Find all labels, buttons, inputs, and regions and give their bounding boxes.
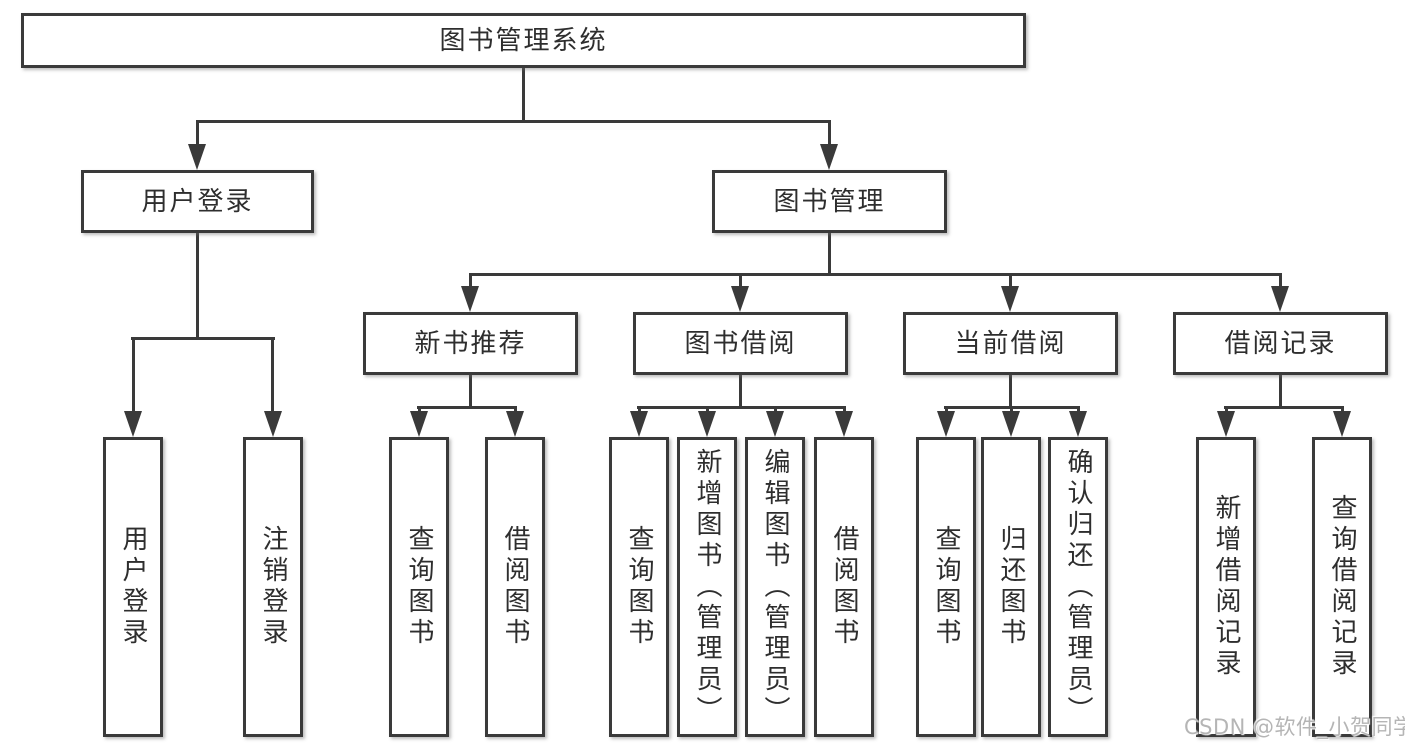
arrow-down bbox=[506, 411, 524, 437]
arrow-down bbox=[461, 286, 479, 312]
connector-line bbox=[1077, 406, 1080, 413]
node-book-management: 图书管理 bbox=[712, 170, 947, 233]
leaf-return-books: 归还图书 bbox=[981, 437, 1041, 737]
leaf-user-login: 用户登录 bbox=[103, 437, 163, 737]
connector-line bbox=[828, 120, 831, 146]
connector-line bbox=[469, 273, 472, 289]
leaf-label: 编辑图书（管理员） bbox=[760, 447, 790, 727]
arrow-down bbox=[1271, 286, 1289, 312]
node-book-borrow: 图书借阅 bbox=[633, 312, 848, 375]
node-user-login: 用户登录 bbox=[81, 170, 314, 233]
arrow-down bbox=[820, 144, 838, 170]
connector-line bbox=[1279, 375, 1282, 406]
leaf-label: 查询图书 bbox=[624, 525, 654, 649]
node-borrow-records: 借阅记录 bbox=[1173, 312, 1388, 375]
connector-line bbox=[706, 406, 709, 413]
arrow-down bbox=[766, 411, 784, 437]
watermark: CSDN @软件_小贺同学 bbox=[1184, 715, 1405, 739]
node-label: 用户登录 bbox=[141, 186, 254, 217]
connector-line bbox=[522, 68, 525, 120]
arrow-down bbox=[630, 411, 648, 437]
leaf-label: 归还图书 bbox=[996, 525, 1026, 649]
connector-line bbox=[828, 233, 831, 273]
leaf-label: 查询借阅记录 bbox=[1327, 494, 1357, 680]
node-label: 图书借阅 bbox=[684, 328, 797, 359]
node-label: 新书推荐 bbox=[414, 328, 527, 359]
connector-line bbox=[1009, 375, 1012, 406]
connector-line bbox=[418, 406, 421, 413]
arrow-down bbox=[188, 144, 206, 170]
arrow-down bbox=[731, 286, 749, 312]
connector-line bbox=[843, 406, 846, 413]
connector-line bbox=[739, 273, 742, 289]
leaf-query-books: 查询图书 bbox=[389, 437, 449, 737]
connector-line bbox=[514, 406, 517, 413]
connector-line bbox=[196, 120, 199, 146]
leaf-label: 借阅图书 bbox=[829, 525, 859, 649]
arrow-down bbox=[124, 411, 142, 437]
arrow-down bbox=[1069, 411, 1087, 437]
node-new-book-recommend: 新书推荐 bbox=[363, 312, 578, 375]
connector-line bbox=[469, 273, 1281, 276]
leaf-label: 确认归还（管理员） bbox=[1063, 447, 1093, 727]
node-label: 借阅记录 bbox=[1224, 328, 1337, 359]
node-label: 图书管理系统 bbox=[439, 25, 608, 56]
leaf-query-books: 查询图书 bbox=[609, 437, 669, 737]
leaf-edit-books-admin: 编辑图书（管理员） bbox=[745, 437, 805, 737]
connector-line bbox=[469, 375, 472, 406]
connector-line bbox=[945, 406, 948, 413]
connector-line bbox=[638, 406, 641, 413]
connector-line bbox=[131, 337, 275, 340]
leaf-label: 查询图书 bbox=[404, 525, 434, 649]
arrow-down bbox=[1217, 411, 1235, 437]
leaf-label: 注销登录 bbox=[258, 525, 288, 649]
leaf-query-borrow-record: 查询借阅记录 bbox=[1312, 437, 1372, 737]
connector-line bbox=[196, 120, 831, 123]
leaf-label: 用户登录 bbox=[118, 525, 148, 649]
connector-line bbox=[637, 406, 846, 409]
leaf-borrow-books: 借阅图书 bbox=[814, 437, 874, 737]
connector-line bbox=[196, 233, 199, 337]
leaf-add-borrow-record: 新增借阅记录 bbox=[1196, 437, 1256, 737]
leaf-query-books: 查询图书 bbox=[916, 437, 976, 737]
connector-line bbox=[1279, 273, 1282, 289]
node-label: 图书管理 bbox=[773, 186, 886, 217]
connector-line bbox=[1010, 406, 1013, 413]
connector-line bbox=[1009, 273, 1012, 289]
leaf-logout: 注销登录 bbox=[243, 437, 303, 737]
connector-line bbox=[739, 375, 742, 406]
leaf-borrow-books: 借阅图书 bbox=[485, 437, 545, 737]
connector-line bbox=[417, 406, 517, 409]
leaf-confirm-return-admin: 确认归还（管理员） bbox=[1048, 437, 1108, 737]
connector-line bbox=[774, 406, 777, 413]
leaf-add-books-admin: 新增图书（管理员） bbox=[677, 437, 737, 737]
leaf-label: 查询图书 bbox=[931, 525, 961, 649]
connector-line bbox=[1224, 406, 1344, 409]
connector-line bbox=[1225, 406, 1228, 413]
arrow-down bbox=[1002, 411, 1020, 437]
arrow-down bbox=[1333, 411, 1351, 437]
connector-line bbox=[132, 337, 135, 413]
leaf-label: 新增借阅记录 bbox=[1211, 494, 1241, 680]
connector-line bbox=[1341, 406, 1344, 413]
node-label: 当前借阅 bbox=[954, 328, 1067, 359]
arrow-down bbox=[264, 411, 282, 437]
arrow-down bbox=[698, 411, 716, 437]
arrow-down bbox=[410, 411, 428, 437]
connector-line bbox=[271, 337, 274, 413]
arrow-down bbox=[937, 411, 955, 437]
arrow-down bbox=[1001, 286, 1019, 312]
leaf-label: 借阅图书 bbox=[500, 525, 530, 649]
arrow-down bbox=[835, 411, 853, 437]
leaf-label: 新增图书（管理员） bbox=[692, 447, 722, 727]
node-current-borrow: 当前借阅 bbox=[903, 312, 1118, 375]
node-library-management-system: 图书管理系统 bbox=[21, 13, 1026, 68]
